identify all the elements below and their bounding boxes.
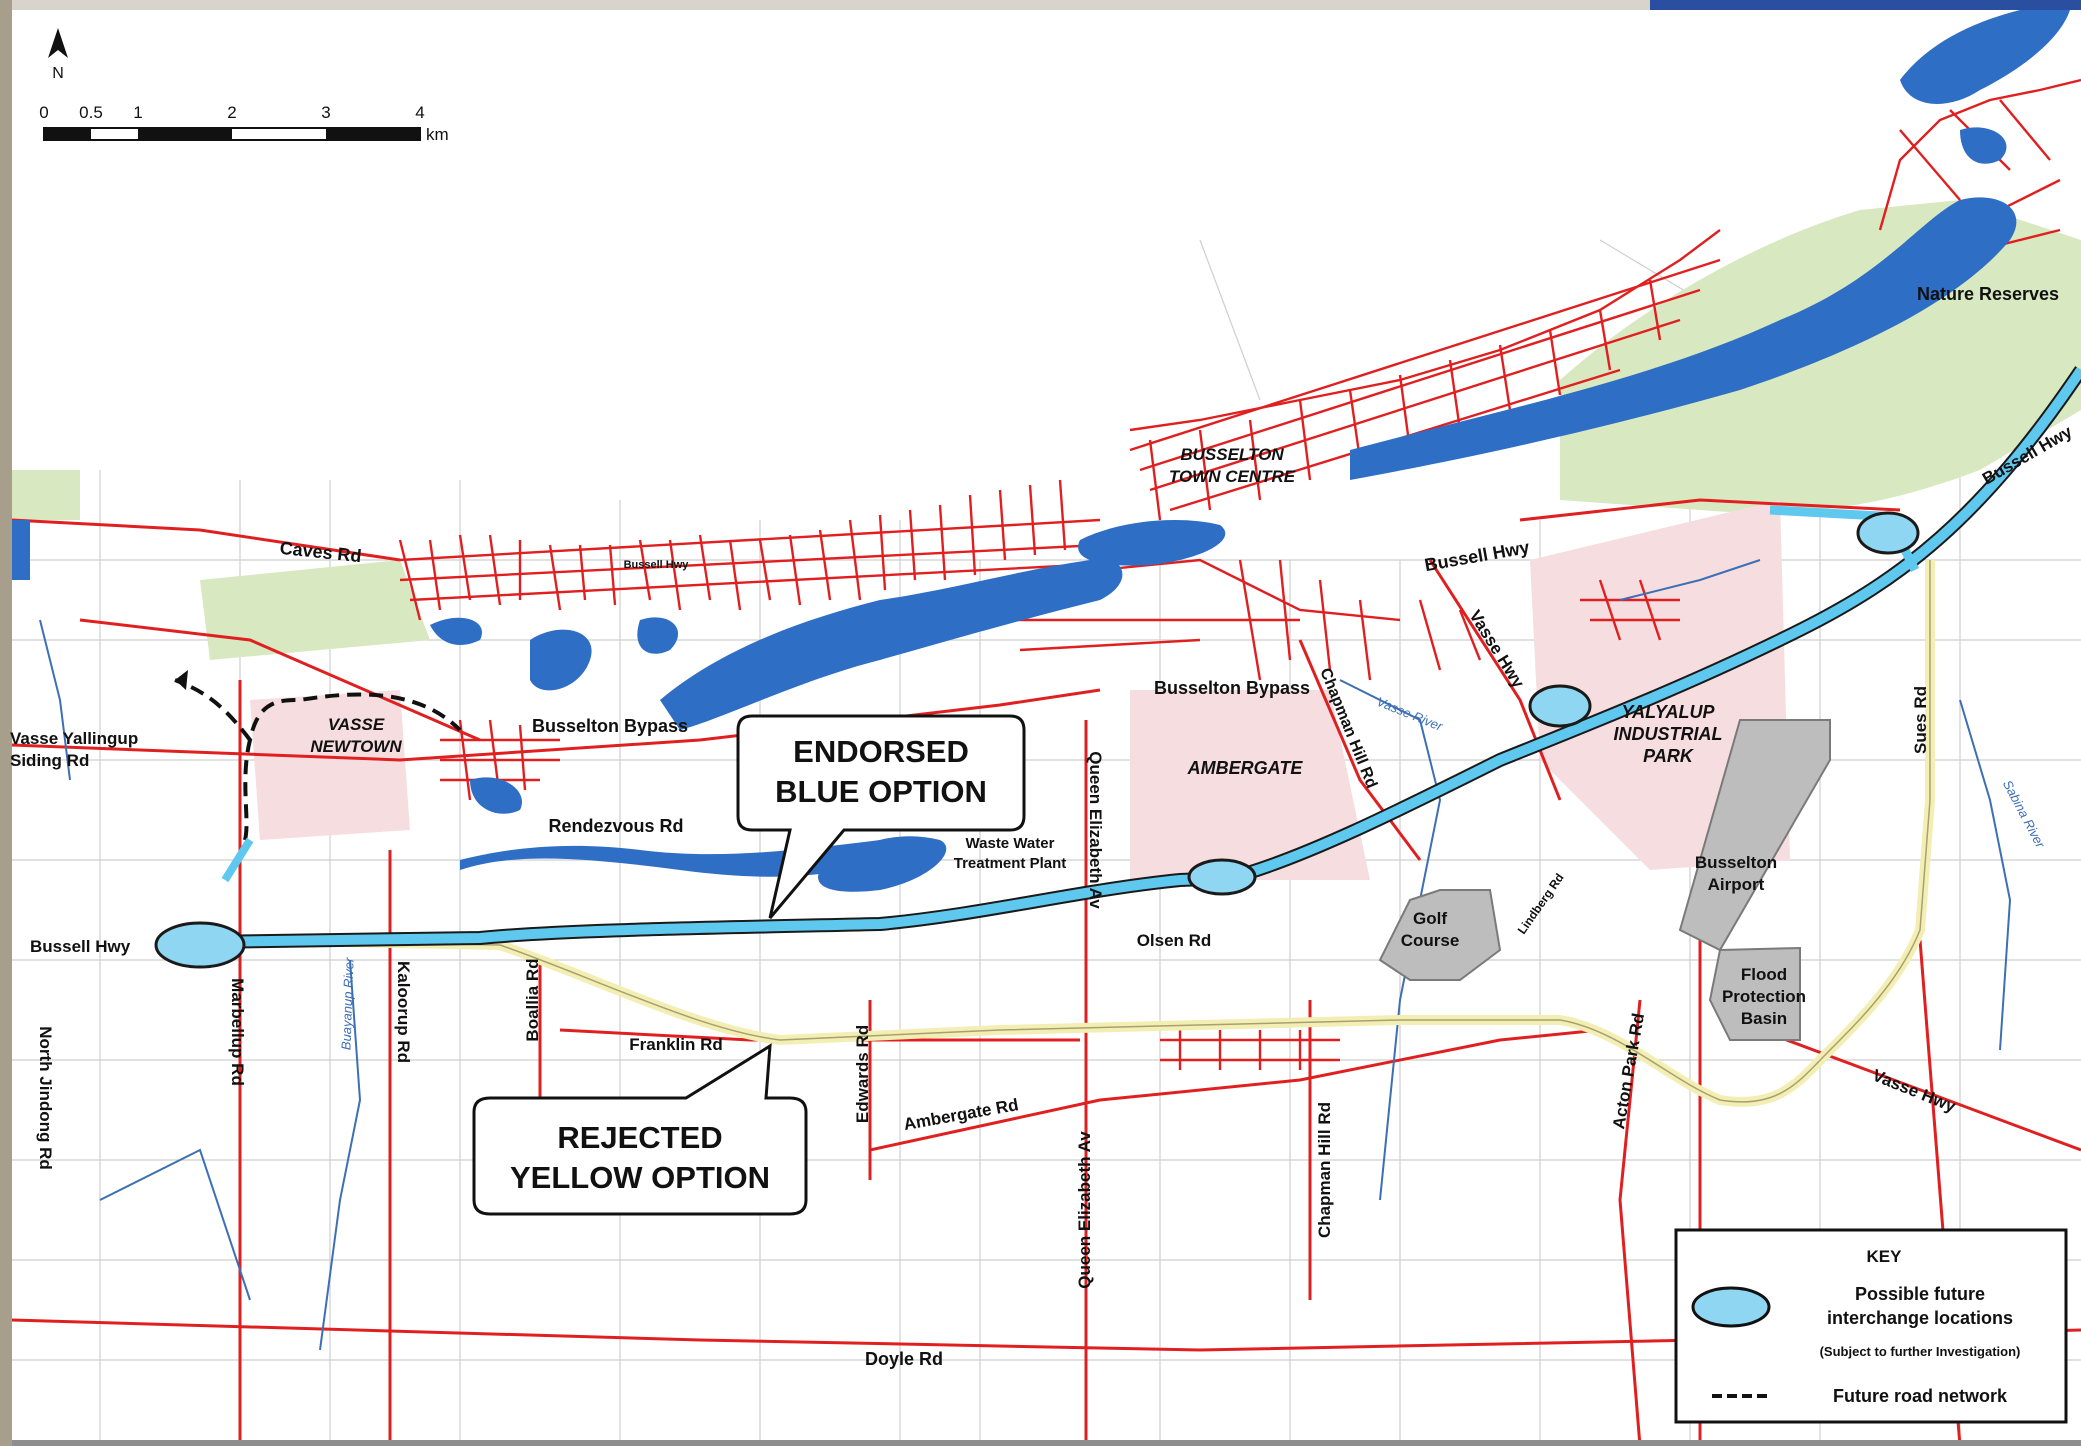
olsen-rd-label: Olsen Rd	[1137, 931, 1212, 950]
flood-basin-area	[1708, 946, 1801, 1041]
endorsed-callout: ENDORSED BLUE OPTION	[736, 714, 1026, 919]
blue-option-route[interactable]	[199, 367, 2081, 947]
rejected-callout-line-2: YELLOW OPTION	[510, 1160, 770, 1195]
vasse-yallingup-label-2: Siding Rd	[10, 751, 89, 770]
key-note: (Subject to further Investigation)	[1820, 1344, 2021, 1359]
scale-tick-3: 2	[227, 103, 236, 122]
sues-rd-label: Sues Rd	[1911, 686, 1930, 754]
interchange-key-icon	[1691, 1286, 1771, 1328]
golf-course-area	[1378, 889, 1502, 981]
yalyalup-label-1: YALYALUP	[1622, 702, 1716, 722]
interchanges	[154, 511, 1920, 969]
interchange-bussell-hwy-north[interactable]	[1856, 511, 1920, 555]
interchange-queen-elizabeth[interactable]	[1187, 858, 1257, 896]
interchange-vasse-hwy[interactable]	[1528, 684, 1592, 728]
vasse-river-label: Vasse River	[1375, 694, 1446, 734]
key-interchange-line-2: interchange locations	[1827, 1308, 2013, 1328]
rejected-callout: REJECTED YELLOW OPTION	[472, 1043, 808, 1216]
interchange-bussell-hwy[interactable]	[154, 921, 246, 969]
vasse-hwy-south-label: Vasse Hwy	[1870, 1066, 1959, 1117]
airport-label-2: Airport	[1708, 875, 1765, 894]
blue-option-spur	[221, 837, 254, 883]
endorsed-callout-box	[736, 714, 1026, 919]
vasse-newtown-label-1: VASSE	[328, 715, 385, 734]
future-road-network	[174, 670, 462, 841]
key-title: KEY	[1867, 1247, 1903, 1266]
caves-rd-label: Caves Rd	[279, 538, 363, 566]
airport-area	[1678, 719, 1831, 952]
yellow-option-outline	[239, 560, 1931, 1103]
flood-label-3: Basin	[1741, 1009, 1787, 1028]
grey-areas	[1378, 719, 1831, 1041]
edwards-rd-label: Edwards Rd	[853, 1025, 872, 1123]
flood-label-1: Flood	[1741, 965, 1787, 984]
bussell-hwy-west-label: Bussell Hwy	[30, 937, 131, 956]
queen-elizabeth-south-label: Queen Elizabeth Av	[1075, 1131, 1094, 1289]
town-centre-label-1: BUSSELTON	[1180, 445, 1284, 464]
yalyalup-label-2: INDUSTRIAL	[1614, 724, 1723, 744]
scale-tick-5: 4	[415, 103, 424, 122]
ambergate-label: AMBERGATE	[1187, 758, 1304, 778]
scale-tick-1: 0.5	[79, 103, 103, 122]
rejected-callout-box	[472, 1043, 808, 1216]
bussell-hwy-mid-label: Bussell Hwy	[1423, 537, 1531, 575]
vasse-yallingup-label-1: Vasse Yallingup	[10, 729, 138, 748]
north-arrow-icon	[48, 28, 68, 58]
ambergate-rd-label: Ambergate Rd	[902, 1095, 1020, 1134]
lindberg-rd-label: Lindberg Rd	[1515, 871, 1567, 937]
vasse-newtown-label-2: NEWTOWN	[310, 737, 402, 756]
bottom-frame	[12, 1440, 2081, 1446]
place-labels: BUSSELTON TOWN CENTRE VASSE NEWTOWN AMBE…	[310, 284, 2059, 1028]
scale-tick-2: 1	[133, 103, 142, 122]
busselton-bypass-east-label: Busselton Bypass	[1154, 678, 1310, 698]
scale-tick-4: 3	[321, 103, 330, 122]
waste-water-label-1: Waste Water	[966, 835, 1055, 852]
waste-water-label-2: Treatment Plant	[954, 855, 1067, 872]
buayanup-river-label: Buayanup River	[338, 957, 356, 1051]
golf-label-2: Course	[1401, 931, 1460, 950]
scale-tick-0: 0	[39, 103, 48, 122]
left-frame	[0, 0, 12, 1446]
sabina-river-label: Sabina River	[2000, 778, 2049, 851]
endorsed-callout-line-1: ENDORSED	[793, 734, 969, 769]
north-arrow: N	[48, 28, 68, 82]
boallia-rd-label: Boallia Rd	[523, 958, 542, 1041]
doyle-rd-label: Doyle Rd	[865, 1349, 943, 1369]
nature-reserves-label: Nature Reserves	[1917, 284, 2059, 304]
key-interchange-line-1: Possible future	[1855, 1284, 1985, 1304]
franklin-rd-label: Franklin Rd	[629, 1035, 723, 1054]
key-future-road: Future road network	[1833, 1386, 2008, 1406]
busselton-bypass-west-label: Busselton Bypass	[532, 716, 688, 736]
map-key: KEY Possible future interchange location…	[1674, 1228, 2068, 1424]
north-label: N	[52, 65, 64, 82]
town-centre-label-2: TOWN CENTRE	[1169, 467, 1296, 486]
scale-unit: km	[426, 125, 449, 144]
north-jindong-rd-label: North Jindong Rd	[36, 1026, 55, 1170]
scale-bar: 0 0.5 1 2 3 4 km	[39, 103, 448, 144]
endorsed-callout-line-2: BLUE OPTION	[775, 774, 987, 809]
yalyalup-label-3: PARK	[1643, 746, 1695, 766]
bussell-hwy-small-label: Bussell Hwy	[624, 559, 690, 571]
rejected-callout-line-1: REJECTED	[557, 1120, 722, 1155]
rendezvous-rd-label: Rendezvous Rd	[548, 816, 683, 836]
top-frame	[12, 0, 2081, 10]
ocean	[12, 10, 2081, 481]
top-right-banner	[1650, 0, 2081, 10]
rivers	[39, 559, 2012, 1351]
golf-label-1: Golf	[1413, 909, 1447, 928]
airport-label-1: Busselton	[1695, 853, 1777, 872]
marbellup-rd-label: Marbellup Rd	[228, 978, 247, 1086]
flood-label-2: Protection	[1722, 987, 1806, 1006]
queen-elizabeth-north-label: Queen Elizabeth Av	[1086, 751, 1105, 909]
acton-park-rd-label: Acton Park Rd	[1609, 1012, 1648, 1131]
kaloorup-rd-label: Kaloorup Rd	[394, 961, 413, 1063]
chapman-hill-south-label: Chapman Hill Rd	[1315, 1102, 1334, 1238]
